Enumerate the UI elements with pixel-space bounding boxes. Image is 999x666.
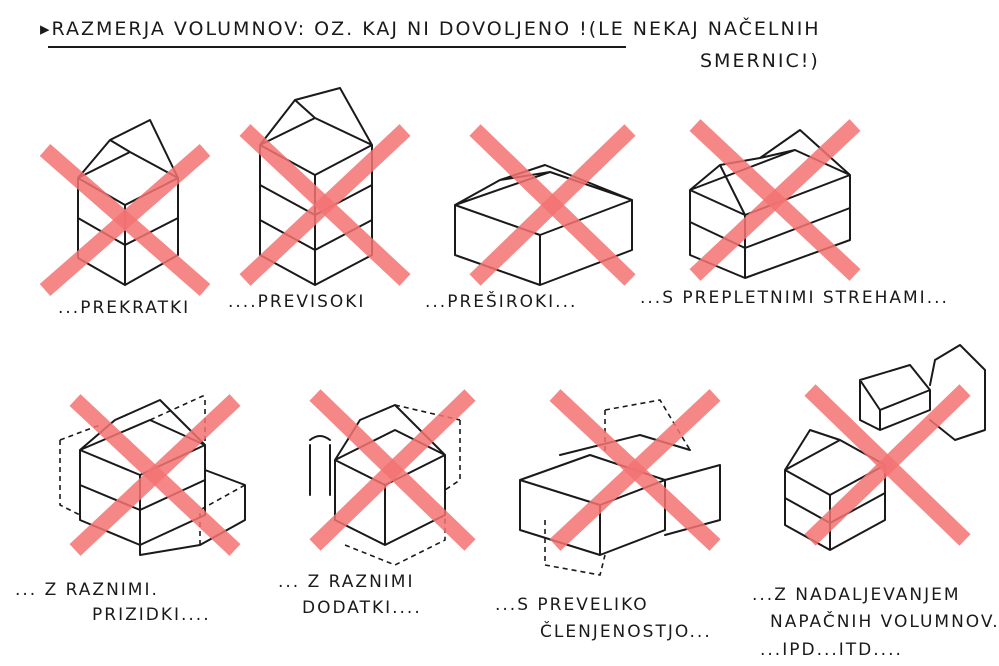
label-nadaljevanje-2: NAPAČNIH VOLUMNOV... (770, 612, 999, 632)
cross-mark-icon (549, 389, 721, 551)
title-underline (48, 46, 626, 48)
page-title: ▸RAZMERJA VOLUMNOV: OZ. KAJ NI DOVOLJENO… (40, 18, 821, 40)
label-priziduki-1: ... Z RAZNIMI. (15, 580, 159, 600)
label-prepletuni: ...S PREPLETNIMI STREHAMI... (640, 288, 949, 308)
label-priziduki-2: PRIZIDKI.... (92, 605, 211, 625)
label-clenjenost-1: ...S PREVELIKO (495, 595, 649, 615)
cross-mark-icon (309, 389, 476, 551)
cross-mark-icon (69, 394, 241, 556)
label-presiroki: ...PREŠIROKI... (425, 292, 578, 312)
label-prekratki: ...PREKRATKI (58, 298, 191, 318)
label-dodatki-1: ... Z RAZNIMI (278, 572, 415, 592)
label-dodatki-2: DODATKI.... (302, 598, 422, 618)
label-previsoki: ....PREVISOKI (228, 292, 366, 312)
sketch-presiroki (454, 164, 633, 286)
label-nadaljevanje-1: ...Z NADALJEVANJEM (752, 585, 961, 605)
label-clenjenost-2: ČLENJENOSTJO... (540, 622, 712, 642)
cross-mark-icon (239, 124, 411, 286)
cross-mark-icon (469, 124, 636, 286)
cross-mark-icon (689, 119, 861, 281)
label-nadaljevanje-3: ...IPD...ITD.... (760, 640, 903, 660)
cross-mark-icon (804, 384, 971, 546)
page-title-continuation: SMERNIC!) (700, 50, 820, 72)
cross-mark-icon (39, 143, 211, 297)
